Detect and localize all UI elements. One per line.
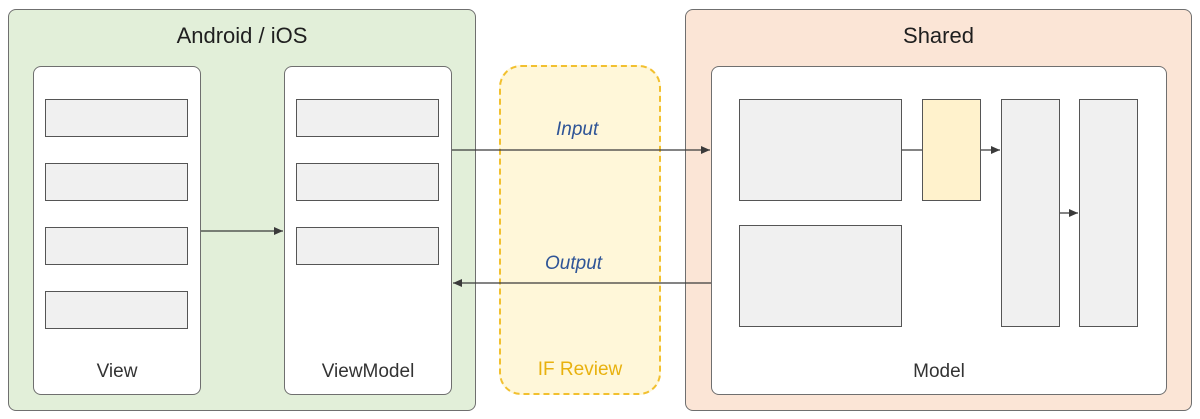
model-block xyxy=(739,225,902,327)
model-block xyxy=(739,99,902,201)
input-flow-label: Input xyxy=(556,119,599,140)
model-panel-label: Model xyxy=(913,361,965,382)
view-block xyxy=(45,99,188,137)
viewmodel-block xyxy=(296,163,439,201)
if-review-label: IF Review xyxy=(537,359,623,380)
model-highlight-block xyxy=(922,99,981,201)
model-column-block xyxy=(1079,99,1138,327)
viewmodel-block xyxy=(296,227,439,265)
view-panel-label: View xyxy=(96,361,138,382)
viewmodel-block xyxy=(296,99,439,137)
view-block xyxy=(45,163,188,201)
viewmodel-panel-label: ViewModel xyxy=(321,361,415,382)
shared-group-title: Shared xyxy=(903,23,974,48)
view-block xyxy=(45,291,188,329)
model-column-block xyxy=(1001,99,1060,327)
view-block xyxy=(45,227,188,265)
output-flow-label: Output xyxy=(545,253,603,274)
platform-group-title: Android / iOS xyxy=(176,23,308,48)
if-review-region: IF Review xyxy=(499,65,661,395)
